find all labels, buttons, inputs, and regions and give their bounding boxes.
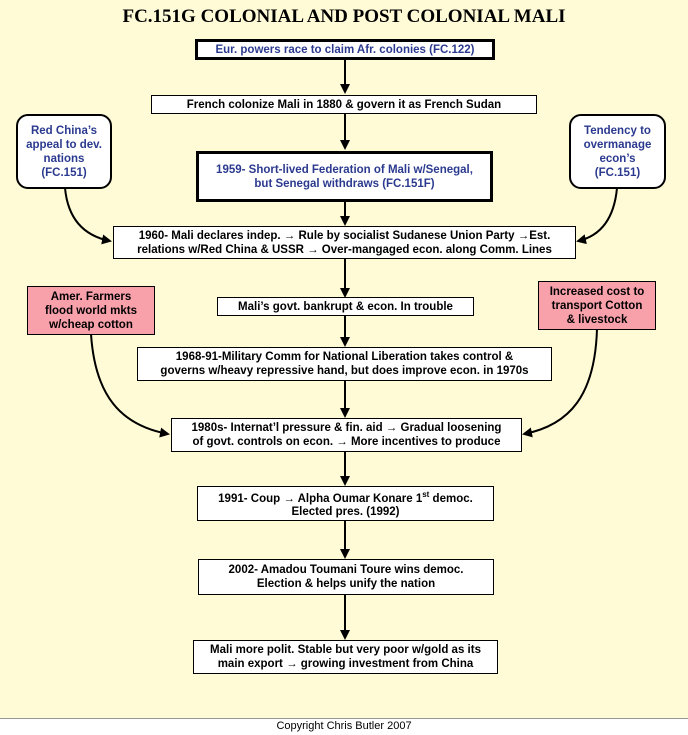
box-indep-1960: 1960- Mali declares indep. → Rule by soc…: [113, 226, 576, 259]
side-amer-farmers: Amer. Farmers flood world mkts w/cheap c…: [27, 286, 155, 335]
arrow-layer: [64, 59, 618, 640]
arrow-amer-to-1980s: [90, 333, 170, 438]
coup-superscript: st: [422, 489, 430, 499]
side-cost-transport: Increased cost to transport Cotton & liv…: [538, 281, 656, 330]
box-bankrupt: Mali’s govt. bankrupt & econ. In trouble: [217, 297, 474, 316]
box-coup-1991: 1991- Coup → Alpha Oumar Konare 1st demo…: [197, 486, 494, 521]
copyright-footer: Copyright Chris Butler 2007: [276, 720, 412, 732]
coup-line-1: 1991- Coup → Alpha Oumar Konare 1st demo…: [218, 488, 473, 506]
box-pressure-1980s: 1980s- Internat’l pressure & fin. aid → …: [171, 418, 522, 452]
coup-line-2: Elected pres. (1992): [291, 506, 400, 519]
diagram-page: FC.151G COLONIAL AND POST COLONIAL MALI …: [0, 0, 688, 719]
box-toure-2002: 2002- Amadou Toumani Toure wins democ. E…: [198, 559, 494, 595]
box-mali-now: Mali more polit. Stable but very poor w/…: [193, 640, 498, 674]
page-title: FC.151G COLONIAL AND POST COLONIAL MALI: [122, 6, 566, 27]
arrow-redchina-to-1960: [64, 187, 112, 245]
box-federation-1959: 1959- Short-lived Federation of Mali w/S…: [196, 151, 493, 202]
coup-line-1-text: 1991- Coup → Alpha Oumar Konare 1: [218, 492, 423, 505]
arrow-cost-to-1980s: [522, 328, 598, 438]
side-overmanage: Tendency to overmanage econ’s (FC.151): [569, 114, 666, 189]
box-french-colonize: French colonize Mali in 1880 & govern it…: [151, 95, 537, 114]
coup-line-1-end: democ.: [429, 492, 473, 505]
side-red-china: Red China’s appeal to dev. nations (FC.1…: [16, 114, 112, 189]
box-military-1968: 1968-91-Military Comm for National Liber…: [137, 347, 552, 381]
arrow-overmanage-to-1960: [576, 187, 618, 245]
box-eur-race: Eur. powers race to claim Afr. colonies …: [195, 39, 495, 60]
